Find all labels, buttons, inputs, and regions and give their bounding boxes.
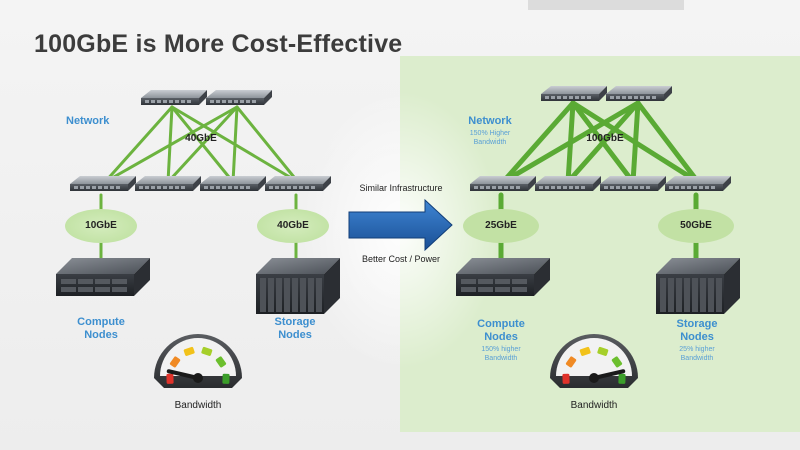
left-compute-link-bubble [65, 209, 137, 243]
gauge-segment [562, 373, 570, 384]
left-gauge-label: Bandwidth [174, 400, 222, 411]
right-network-note: 150% Higher Bandwidth [469, 130, 511, 146]
gauge-segment [565, 356, 577, 368]
gauge-segment [201, 346, 213, 356]
right-bandwidth-gauge [550, 334, 638, 388]
left-spine-switch-2 [206, 90, 272, 105]
right-storage-note: 25% higher Bandwidth [679, 346, 715, 362]
gauge-segment [611, 356, 623, 368]
left-leaf-switch-1 [70, 176, 136, 191]
right-leaf-switch-2 [535, 176, 601, 191]
left-storage-array [256, 258, 340, 314]
top-decoration-bar [528, 0, 684, 10]
left-network-label: Network [66, 115, 110, 127]
gauge-segment [183, 346, 195, 356]
gauge-segment [169, 356, 181, 368]
right-compute-speed: 25GbE [485, 220, 517, 231]
left-storage-link-bubble [257, 209, 329, 243]
right-spine-switch-1 [541, 86, 607, 101]
left-bandwidth-gauge [154, 334, 242, 388]
similar-infrastructure-text: Similar Infrastructure [359, 183, 443, 193]
gauge-segment [222, 373, 230, 384]
right-uplink-speed: 100GbE [586, 133, 624, 144]
right-network-label: Network [468, 115, 512, 127]
right-compute-link-bubble [463, 209, 539, 243]
right-compute-label: Compute Nodes [477, 318, 525, 343]
gauge-segment [618, 373, 626, 384]
right-gauge-label: Bandwidth [570, 400, 618, 411]
right-storage-link-bubble [658, 209, 734, 243]
page-title: 100GbE is More Cost-Effective [34, 30, 403, 58]
right-leaf-switch-1 [470, 176, 536, 191]
gauge-segment [215, 356, 227, 368]
center-arrow [348, 198, 453, 252]
gauge-segment [166, 373, 174, 384]
gauge-segment [597, 346, 609, 356]
left-uplink-speed: 40GbE [185, 133, 217, 144]
left-spine-switch-1 [141, 90, 207, 105]
right-storage-label: Storage Nodes [676, 318, 718, 343]
right-leaf-switch-3 [600, 176, 666, 191]
left-leaf-switch-2 [135, 176, 201, 191]
right-leaf-switch-4 [665, 176, 731, 191]
left-compute-server [56, 258, 150, 296]
left-network-links [99, 105, 300, 270]
right-spine-switch-2 [606, 86, 672, 101]
better-cost-power-text: Better Cost / Power [361, 254, 441, 264]
gauge-segment [579, 346, 591, 356]
left-storage-speed: 40GbE [277, 220, 309, 231]
right-storage-array [656, 258, 740, 314]
right-compute-note: 150% higher Bandwidth [481, 346, 521, 362]
left-leaf-switch-3 [200, 176, 266, 191]
left-compute-speed: 10GbE [85, 220, 117, 231]
left-storage-label: Storage Nodes [274, 316, 316, 341]
right-storage-speed: 50GbE [680, 220, 712, 231]
left-leaf-switch-4 [265, 176, 331, 191]
left-compute-label: Compute Nodes [77, 316, 125, 341]
